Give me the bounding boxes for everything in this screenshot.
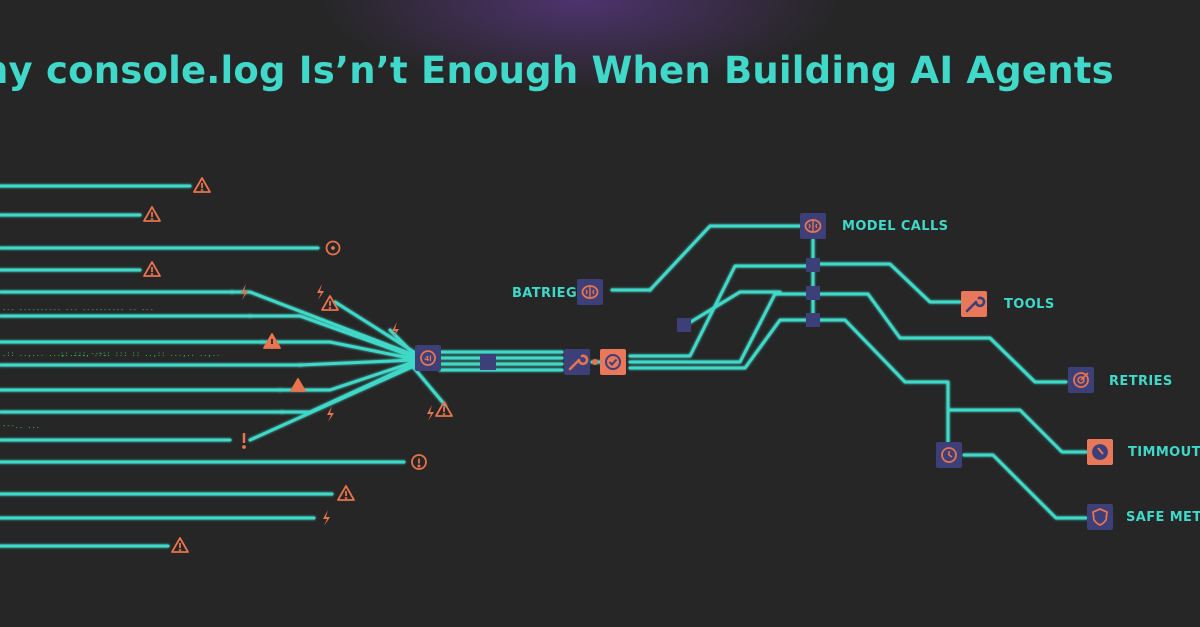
converge-line (260, 340, 416, 361)
lightning-bolt-icon (323, 510, 330, 526)
route-line (628, 264, 814, 358)
lightning-bolt-icon (327, 406, 334, 422)
warning-triangle-icon (193, 177, 211, 193)
lightning-bolt-icon (317, 284, 324, 300)
route-line (818, 262, 962, 304)
converge-line (412, 366, 447, 407)
converge-line (333, 300, 416, 354)
converging-lines (230, 290, 447, 442)
clock-icon (1087, 439, 1113, 465)
routing-lines (628, 224, 1088, 520)
connector-dot (592, 359, 598, 365)
route-line (962, 453, 1088, 520)
center-bus (438, 288, 652, 372)
shield-icon (1087, 504, 1113, 530)
log-lines (0, 184, 406, 548)
warning-triangle-icon (435, 401, 453, 417)
log-fragment: :: ..., .::: ::: :: ..,:: ...,.. ..,.. (60, 350, 220, 358)
route-line (628, 292, 814, 364)
converge-line (388, 328, 416, 356)
checkmark-icon (600, 349, 626, 375)
lightning-bolt-icon (241, 284, 248, 300)
warning-triangle-icon (337, 485, 355, 501)
brain-icon (577, 279, 603, 305)
target-icon (1068, 367, 1094, 393)
route-line (628, 318, 814, 370)
junction-squares (677, 258, 820, 332)
svg-text:4l: 4l (424, 355, 431, 363)
bus-junction (480, 354, 496, 370)
alert-circle-icon (325, 240, 341, 256)
route-line (818, 292, 1068, 384)
log-text-fragments: --- ---------- --- ---------- -- --- .::… (2, 306, 220, 430)
warning-triangle-icon (143, 261, 161, 277)
warning-triangle-icon (321, 295, 339, 311)
converge-line (230, 290, 416, 357)
junction-square (677, 318, 691, 332)
route-line (818, 318, 1088, 454)
alert-mark-icon (242, 433, 246, 449)
junction-square (806, 258, 820, 272)
ai-chip-icon: 4l (415, 345, 441, 371)
log-fragment: ---.. ... (2, 422, 40, 430)
brain-icon (800, 213, 826, 239)
page-title: hy console.log Is’n’t Enough When Buildi… (0, 49, 1114, 92)
label-safe-meted: SAFE METED (1126, 510, 1200, 525)
warning-icons (143, 177, 453, 553)
wrench-icon (961, 291, 987, 317)
junction-square (806, 286, 820, 300)
warning-triangle-icon (143, 206, 161, 222)
converge-line (298, 358, 416, 367)
warning-triangle-icon (171, 537, 189, 553)
log-fragment: .:: ..,... ..., .::: ---. (2, 350, 107, 358)
route-line (682, 290, 782, 328)
clock-icon (936, 442, 962, 468)
warning-triangle-icon (290, 378, 306, 392)
label-batrieg: BATRIEG (512, 286, 577, 301)
label-tools: TOOLS (1004, 297, 1055, 312)
converge-line (248, 314, 416, 359)
label-retries: RETRIES (1109, 374, 1173, 389)
alert-circle-icon (411, 454, 427, 470)
warning-triangle-icon (263, 333, 281, 349)
lightning-bolt-icon (392, 322, 399, 338)
lightning-bolt-icon (427, 405, 434, 421)
wrench-icon (564, 349, 590, 375)
log-fragment: --- ---------- --- ---------- -- --- (2, 306, 154, 314)
page-title-wrap: hy console.log Is’n’t Enough When Buildi… (0, 46, 1200, 96)
route-line (648, 224, 802, 292)
converge-line (248, 364, 416, 442)
label-model-calls: MODEL CALLS (842, 219, 948, 234)
junction-square (806, 313, 820, 327)
